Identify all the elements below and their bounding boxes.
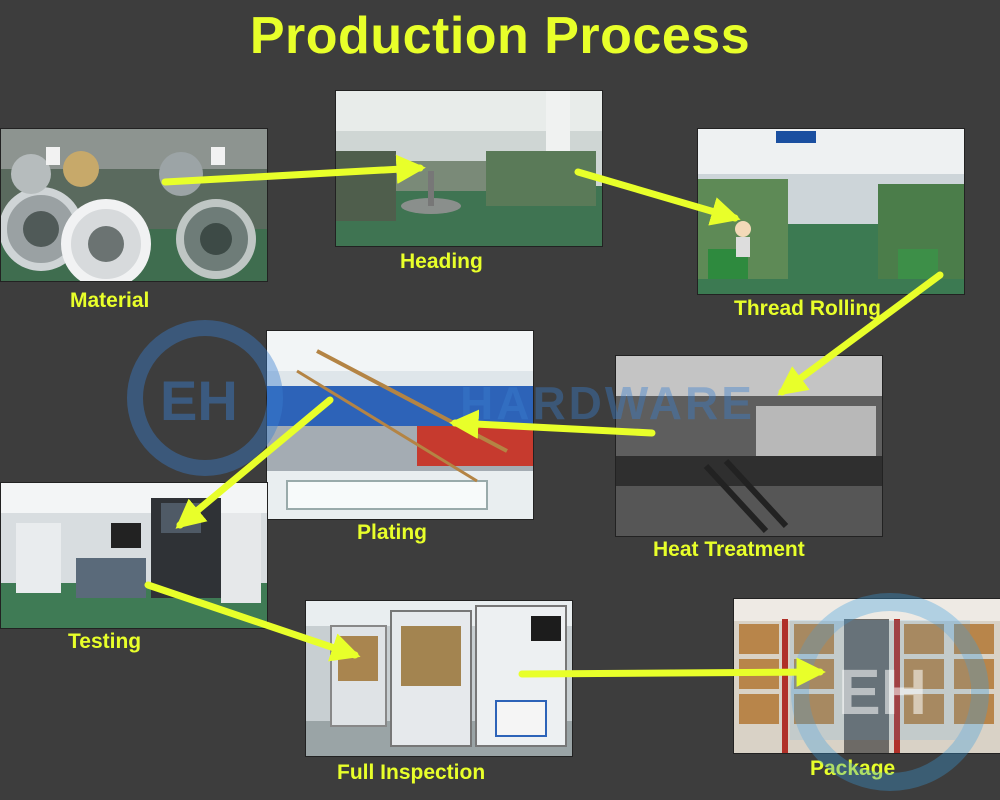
label-testing: Testing (68, 630, 142, 653)
watermark-logo-text-2: EH (838, 656, 927, 728)
watermark-brand-text: HARDWARE (460, 377, 755, 429)
watermark-logo-text: EH (160, 369, 238, 432)
testing-photo (0, 482, 268, 629)
label-package: Package (810, 757, 896, 780)
material-photo (0, 128, 268, 282)
page-title: Production Process (249, 7, 751, 65)
label-plating: Plating (357, 521, 428, 544)
label-material: Material (70, 289, 150, 312)
label-heading: Heading (400, 250, 483, 273)
label-heat-treatment: Heat Treatment (653, 538, 805, 561)
full-inspection-photo (305, 600, 573, 757)
label-full-inspection: Full Inspection (337, 761, 486, 784)
heading-photo (335, 90, 603, 247)
heat-treatment-photo (615, 355, 883, 537)
thread-rolling-photo (697, 128, 965, 295)
label-thread-rolling: Thread Rolling (734, 297, 881, 320)
